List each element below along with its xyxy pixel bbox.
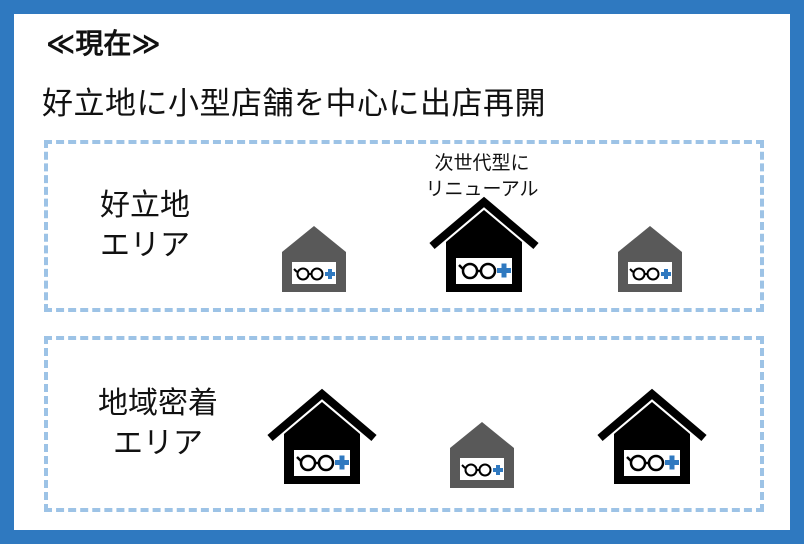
small-store-icon — [282, 226, 346, 292]
zone-label-line1: 地域密着 — [98, 386, 218, 421]
renewal-note: 次世代型に リニューアル — [412, 150, 552, 202]
renewal-note-line1: 次世代型に — [434, 152, 530, 174]
large-store-icon — [429, 196, 539, 292]
small-store-icon — [450, 422, 514, 488]
large-store-icon — [267, 388, 377, 484]
community-zone-label: 地域密着 エリア — [88, 384, 228, 464]
renewal-note-line2: リニューアル — [425, 178, 539, 200]
page-title: ≪現在≫ — [46, 27, 161, 60]
zone-label-line2: エリア — [113, 426, 203, 461]
community-zone — [44, 336, 764, 512]
zone-label-line1: 好立地 — [100, 188, 190, 223]
page-subtitle: 好立地に小型店舗を中心に出店再開 — [42, 86, 546, 122]
small-store-icon — [618, 226, 682, 292]
prime-location-zone-label: 好立地 エリア — [95, 186, 195, 266]
prime-location-zone — [44, 140, 764, 312]
large-store-icon — [597, 388, 707, 484]
zone-label-line2: エリア — [100, 228, 190, 263]
